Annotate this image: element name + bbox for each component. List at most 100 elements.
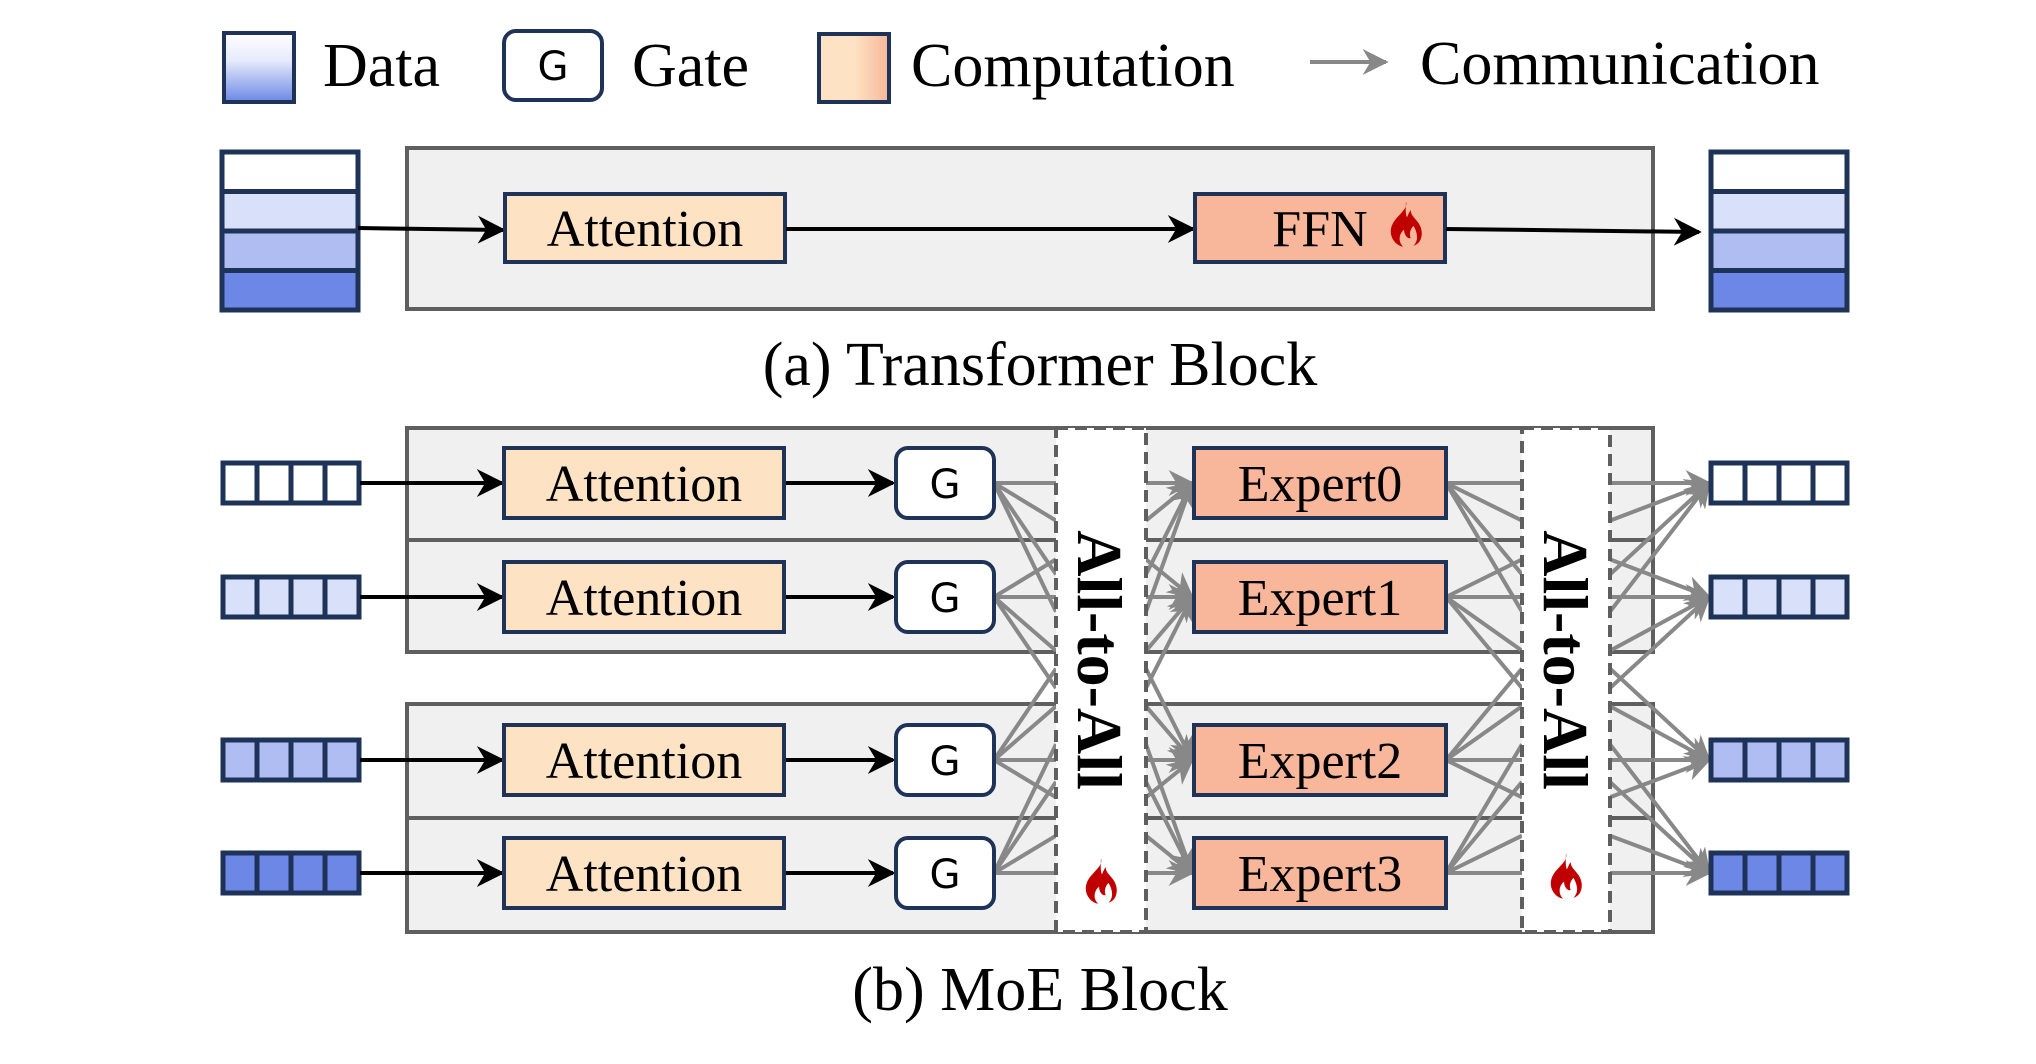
moe-input-1-cell-3 bbox=[322, 574, 362, 620]
legend-computation-label: Computation bbox=[911, 32, 1235, 100]
attention-box-1 bbox=[502, 560, 786, 634]
moe-output-1-cell-2 bbox=[1776, 574, 1816, 620]
expert-box-0 bbox=[1192, 446, 1448, 520]
gate-label-3: G bbox=[930, 852, 961, 898]
transformer-output-token-2 bbox=[1708, 228, 1850, 273]
moe-output-0-cell-0 bbox=[1708, 460, 1748, 506]
moe-output-3-cell-2 bbox=[1776, 850, 1816, 896]
transformer-attention-box bbox=[503, 192, 787, 264]
gate0-dispatch-line-2 bbox=[992, 481, 1058, 576]
attention-label-3: Attention bbox=[546, 846, 742, 903]
computation-swatch bbox=[817, 32, 891, 104]
moe-input-3-cell-1 bbox=[254, 850, 294, 896]
gate1-dispatch-line-3 bbox=[992, 595, 1058, 690]
moe-output-1-cell-0 bbox=[1708, 574, 1748, 620]
expert-label-0: Expert0 bbox=[1238, 456, 1403, 513]
legend: Data G Gate Computation Communication bbox=[222, 29, 1820, 104]
moe-input-1-cell-0 bbox=[220, 574, 260, 620]
gate0-dispatch-line-3 bbox=[992, 482, 1058, 613]
legend-data: Data bbox=[222, 31, 440, 104]
transformer-input-token-2 bbox=[219, 228, 361, 273]
moe-output-1-cell-3 bbox=[1810, 574, 1850, 620]
expert-label-3: Expert3 bbox=[1238, 846, 1403, 903]
ffn-label: FFN bbox=[1272, 201, 1367, 258]
legend-computation: Computation bbox=[817, 32, 1235, 104]
gate0-dispatch-line-1 bbox=[992, 481, 1058, 523]
transformer-input-token-0 bbox=[219, 149, 361, 194]
moe-input-3-cell-2 bbox=[288, 850, 328, 896]
gate-swatch bbox=[502, 29, 604, 102]
legend-communication-label: Communication bbox=[1420, 30, 1820, 98]
expert2-receive-arrow-3 bbox=[1144, 758, 1195, 799]
legend-data-label: Data bbox=[323, 32, 440, 100]
gate-label-1: G bbox=[930, 576, 961, 622]
expert2-combine-line-0 bbox=[1444, 667, 1524, 762]
transformer-input-token-1 bbox=[219, 189, 361, 234]
expert3-combine-line-1 bbox=[1444, 780, 1524, 875]
expert-box-1 bbox=[1192, 560, 1448, 634]
moe-input-0-cell-2 bbox=[288, 460, 328, 506]
transformer-output-token-1 bbox=[1708, 189, 1850, 234]
all-to-all-1-box bbox=[1054, 426, 1148, 934]
gate-label-0: G bbox=[930, 462, 961, 508]
moe-output-1-cell-1 bbox=[1742, 574, 1782, 620]
gate-box-3 bbox=[894, 836, 996, 910]
expert-label-2: Expert2 bbox=[1238, 733, 1403, 790]
legend-communication: Communication bbox=[1310, 30, 1820, 98]
expert-box-2 bbox=[1192, 723, 1448, 797]
moe-input-2-cell-1 bbox=[254, 737, 294, 783]
ffn-to-output-arrow bbox=[1445, 217, 1702, 246]
all-to-all-2: All-to-All bbox=[1520, 426, 1612, 934]
output1-receive-arrow-3 bbox=[1608, 595, 1711, 690]
expert1-combine-line-0 bbox=[1445, 557, 1523, 599]
transformer-input-data bbox=[219, 149, 361, 313]
moe-output-0-cell-3 bbox=[1810, 460, 1850, 506]
moe-row-3: Attention G Expert3 bbox=[220, 836, 1850, 910]
attention-label-2: Attention bbox=[546, 733, 742, 790]
gate2-dispatch-line-1 bbox=[992, 704, 1058, 762]
moe-output-3-cell-1 bbox=[1742, 850, 1782, 896]
data-swatch bbox=[222, 31, 296, 104]
expert-box-3 bbox=[1192, 836, 1448, 910]
transformer-output-token-3 bbox=[1708, 268, 1850, 313]
gate3-dispatch-line-1 bbox=[992, 780, 1058, 875]
transformer-attention-label: Attention bbox=[547, 201, 743, 258]
moe-output-2-cell-1 bbox=[1742, 737, 1782, 783]
all-to-all-2-box bbox=[1520, 426, 1612, 934]
all-to-all-1: All-to-All bbox=[1054, 426, 1148, 934]
moe-input-3-cell-0 bbox=[220, 850, 260, 896]
gate-box-2 bbox=[894, 723, 996, 797]
moe-caption: (b) MoE Block bbox=[852, 956, 1227, 1024]
expert3-combine-line-0 bbox=[1444, 743, 1524, 875]
gate2-dispatch-line-3 bbox=[992, 758, 1058, 800]
gate3-dispatch-line-2 bbox=[992, 833, 1058, 875]
moe-input-0-cell-3 bbox=[322, 460, 362, 506]
moe-output-2-cell-0 bbox=[1708, 737, 1748, 783]
output2-receive-arrow-3 bbox=[1609, 756, 1712, 800]
input-to-attention-arrow bbox=[357, 215, 506, 244]
moe-input-2-cell-0 bbox=[220, 737, 260, 783]
gate1-dispatch-line-2 bbox=[992, 595, 1058, 653]
expert0-combine-line-2 bbox=[1444, 481, 1524, 576]
transformer-block: Attention FFN (a) Transformer Block bbox=[219, 146, 1850, 399]
moe-input-2-cell-3 bbox=[322, 737, 362, 783]
moe-output-3-cell-3 bbox=[1810, 850, 1850, 896]
moe-input-1-cell-1 bbox=[254, 574, 294, 620]
expert2-combine-line-1 bbox=[1444, 704, 1524, 762]
gate-swatch-symbol: G bbox=[538, 44, 569, 90]
attention-box-3 bbox=[502, 836, 786, 910]
moe-input-3-cell-3 bbox=[322, 850, 362, 896]
moe-input-0-cell-0 bbox=[220, 460, 260, 506]
moe-output-3-cell-0 bbox=[1708, 850, 1748, 896]
expert1-combine-line-2 bbox=[1444, 595, 1524, 653]
attention-box-0 bbox=[502, 446, 786, 520]
moe-input-2-cell-2 bbox=[288, 737, 328, 783]
moe-output-0-cell-1 bbox=[1742, 460, 1782, 506]
attention-label-1: Attention bbox=[546, 570, 742, 627]
